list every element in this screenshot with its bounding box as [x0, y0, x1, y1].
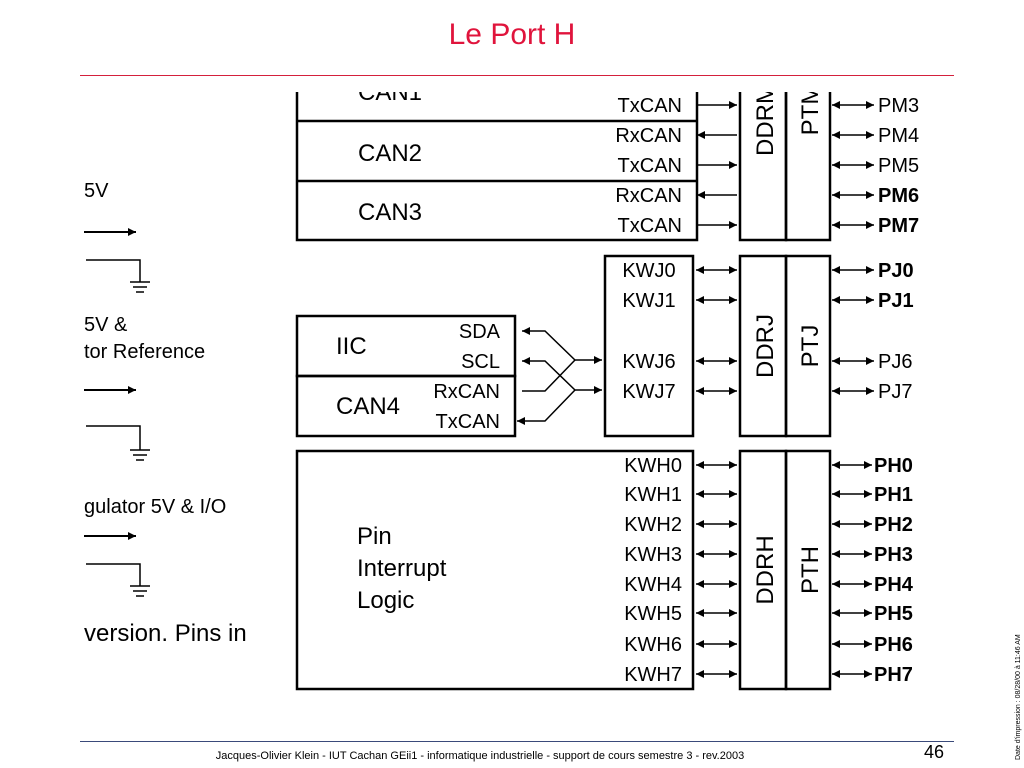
port-m-section: CAN1 CAN2 CAN3 TxCAN RxCAN TxCAN RxCAN T…: [295, 79, 832, 242]
kwj0: KWJ0: [622, 260, 675, 282]
ground-icon-2: [86, 425, 150, 461]
pin-ph3: PH3: [874, 544, 913, 566]
port-m-internal-arrows: [697, 101, 737, 229]
pth-block: [784, 449, 832, 691]
ground-icon-1: [86, 259, 150, 293]
pin-ph1: PH1: [874, 484, 913, 506]
can1-label: CAN1: [358, 79, 422, 106]
pin-interrupt-logic-line-1: Pin: [357, 523, 392, 550]
pin-pj6: PJ6: [878, 351, 912, 373]
pin-interrupt-logic-line-2: Interrupt: [357, 555, 447, 582]
can3-txcan: TxCAN: [618, 215, 682, 237]
can2-label: CAN2: [358, 140, 422, 167]
kwh0: KWH0: [624, 455, 682, 477]
pin-ph6: PH6: [874, 634, 913, 656]
title-divider: [80, 75, 954, 76]
pin-pm5: PM5: [878, 155, 919, 177]
slide-footer: Jacques-Olivier Klein - IUT Cachan GEii1…: [215, 750, 745, 762]
pin-interrupt-logic-line-3: Logic: [357, 587, 414, 614]
can4-rxcan: RxCAN: [433, 381, 500, 403]
kwh1: KWH1: [624, 484, 682, 506]
pin-ph0: PH0: [874, 455, 913, 477]
ptj-block: [784, 254, 832, 438]
kwh7: KWH7: [624, 664, 682, 686]
iic-scl: SCL: [461, 351, 500, 373]
left-ground-symbols: [86, 259, 150, 597]
kwh3: KWH3: [624, 544, 682, 566]
pin-pj7: PJ7: [878, 381, 912, 403]
kwj6: KWJ6: [622, 351, 675, 373]
left-fragment-2: 5V &: [84, 314, 128, 336]
pin-pm6: PM6: [878, 185, 919, 207]
footer-divider: [80, 741, 954, 742]
port-j-section: IIC CAN4 SDA SCL RxCAN TxCAN KWJ0 KWJ1 K…: [295, 254, 914, 438]
page-number: 46: [923, 742, 944, 762]
can3-rxcan: RxCAN: [615, 185, 682, 207]
print-date: Date d'impression : 08/28/00 à 11:46 AM: [1015, 634, 1022, 760]
can1-txcan: TxCAN: [618, 95, 682, 117]
ptm-block: [784, 92, 832, 242]
port-h-section: Pin Interrupt Logic KWH0 KWH1 KWH2 KWH3 …: [295, 449, 914, 691]
ptj-label: PTJ: [797, 325, 824, 368]
ddrh-label: DDRH: [752, 535, 779, 604]
left-fragment-1: 5V: [84, 180, 109, 202]
can4-block: [295, 374, 517, 438]
ptm-label: PTM: [797, 85, 824, 136]
kwh5: KWH5: [624, 603, 682, 625]
can-block-frame: [295, 92, 699, 242]
can2-txcan: TxCAN: [618, 155, 682, 177]
port-j-crossover-wires: [517, 327, 602, 425]
pth-label: PTH: [797, 546, 824, 594]
left-fragment-arrows: [84, 228, 136, 540]
kwh6: KWH6: [624, 634, 682, 656]
pin-interrupt-logic-block: [295, 449, 695, 691]
can2-rxcan: RxCAN: [615, 125, 682, 147]
port-m-pin-arrows: [832, 101, 874, 229]
kwj1: KWJ1: [622, 290, 675, 312]
pin-pm3: PM3: [878, 95, 919, 117]
pin-pm7: PM7: [878, 215, 919, 237]
port-h-arrows: [696, 461, 872, 678]
left-fragment-3: tor Reference: [84, 341, 206, 363]
kwh2: KWH2: [624, 514, 682, 536]
can3-label: CAN3: [358, 199, 422, 226]
pin-ph2: PH2: [874, 514, 913, 536]
port-j-arrows: [696, 266, 874, 395]
ddrj-label: DDRJ: [752, 314, 779, 378]
left-fragment-5: version. Pins in: [84, 620, 247, 647]
can4-label: CAN4: [336, 393, 400, 420]
pin-pm4: PM4: [878, 125, 919, 147]
can4-txcan: TxCAN: [436, 411, 500, 433]
kwj7: KWJ7: [622, 381, 675, 403]
iic-label: IIC: [336, 333, 367, 360]
pin-pj0: PJ0: [878, 260, 914, 282]
iic-sda: SDA: [459, 321, 501, 343]
pin-pj1: PJ1: [878, 290, 914, 312]
left-fragment-4: gulator 5V & I/O: [84, 496, 227, 518]
pin-ph5: PH5: [874, 603, 913, 625]
pin-ph7: PH7: [874, 664, 913, 686]
kwj-block: [603, 254, 695, 438]
ddrm-label: DDRM: [752, 84, 779, 156]
ground-icon-3: [86, 563, 150, 597]
kwh4: KWH4: [624, 574, 682, 596]
pin-ph4: PH4: [874, 574, 914, 596]
slide-title: Le Port H: [448, 18, 576, 51]
